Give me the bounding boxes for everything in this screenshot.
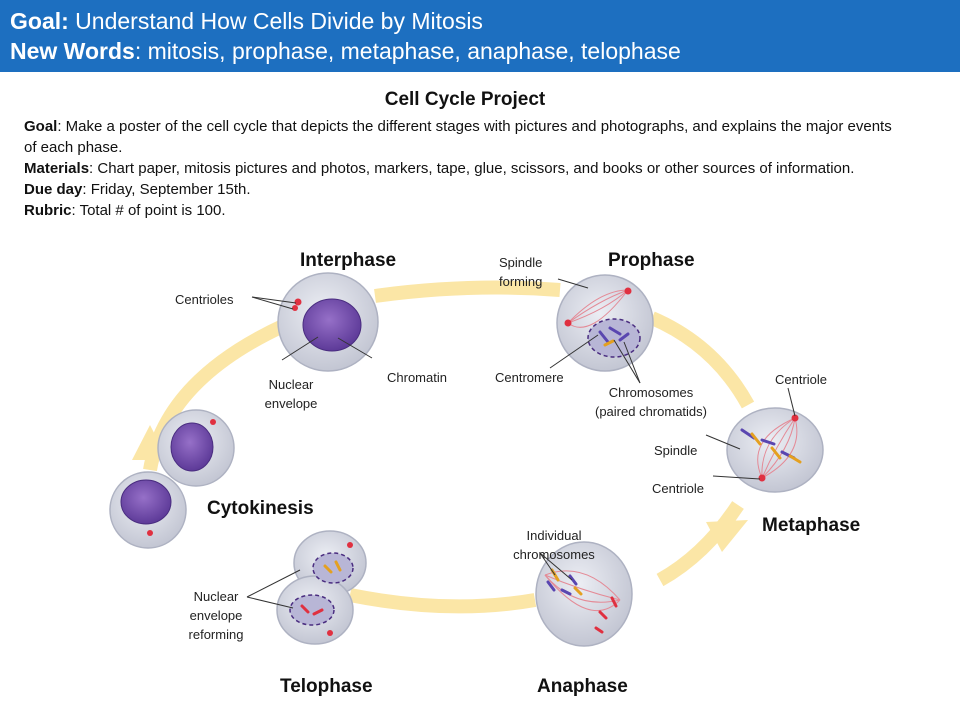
new-words-label: New Words	[10, 38, 135, 64]
label-individual-line1: Individual	[527, 528, 582, 543]
leader-centromere	[549, 334, 599, 369]
project-goal-text: : Make a poster of the cell cycle that d…	[24, 118, 892, 156]
cycle-ring	[132, 280, 755, 614]
interphase-nucleus	[302, 298, 362, 352]
label-spindle-forming-line2: forming	[499, 274, 542, 289]
interphase-centriole-2	[292, 305, 298, 311]
telophase-centriole-upper	[347, 542, 353, 548]
label-spindle-forming-line1: Spindle	[499, 255, 542, 270]
label-reforming-line2: envelope	[190, 608, 243, 623]
leader-individual-a	[539, 552, 556, 576]
label-centrioles: Centrioles	[175, 292, 234, 307]
project-rubric-text: : Total # of point is 100.	[71, 202, 226, 219]
project-due-text: : Friday, September 15th.	[82, 181, 251, 198]
telophase-chromosomes-lower	[300, 604, 324, 616]
label-centriole-bottom: Centriole	[652, 481, 704, 496]
daughter-nucleus-lower	[120, 479, 172, 525]
project-rubric-label: Rubric	[24, 202, 72, 219]
leader-centrioles-a	[251, 296, 297, 304]
header-banner: Goal: Understand How Cells Divide by Mit…	[0, 0, 960, 72]
leader-centrioles-b	[251, 296, 294, 310]
label-spindle: Spindle	[654, 443, 697, 458]
label-nuclear-envelope-line2: envelope	[265, 396, 318, 411]
telophase-lower-nucleus	[289, 594, 335, 626]
telophase-chromosomes-upper	[323, 560, 342, 574]
prophase-spindle-fibers	[567, 289, 629, 328]
prophase-cell	[556, 274, 654, 372]
goal-heading: Goal: Understand How Cells Divide by Mit…	[10, 8, 483, 35]
prophase-centriole-top	[624, 287, 632, 295]
prophase-nucleus	[587, 318, 641, 358]
telophase-cell	[276, 530, 367, 645]
leader-chromosomes-b	[623, 341, 641, 384]
metaphase-spindle-fibers	[757, 417, 798, 479]
project-due-label: Due day	[24, 181, 83, 198]
leader-centriole-top	[787, 387, 796, 417]
label-nuclear-envelope-line1: Nuclear	[269, 377, 314, 392]
project-details: Goal: Make a poster of the cell cycle th…	[24, 116, 904, 221]
prophase-centriole-left	[564, 319, 572, 327]
daughter-centriole-upper	[210, 419, 216, 425]
goal-heading-label: Goal:	[10, 8, 69, 34]
daughter-nucleus-upper	[170, 422, 214, 472]
anaphase-cell	[535, 541, 633, 647]
metaphase-centriole-top	[791, 414, 799, 422]
label-chromatin: Chromatin	[387, 370, 447, 385]
ring-segment-bottom	[348, 588, 537, 614]
leader-spindle-forming	[557, 278, 589, 289]
leader-spindle	[705, 434, 741, 450]
ring-segment-top	[374, 280, 561, 303]
new-words-heading: New Words: mitosis, prophase, metaphase,…	[10, 38, 681, 65]
label-centromere: Centromere	[495, 370, 564, 385]
anaphase-chromosomes-blue	[546, 574, 578, 596]
project-goal: Goal: Make a poster of the cell cycle th…	[24, 116, 904, 158]
project-materials-text: : Chart paper, mitosis pictures and phot…	[89, 160, 855, 177]
daughter-centriole-lower	[147, 530, 153, 536]
project-title: Cell Cycle Project	[384, 89, 546, 110]
phase-title-metaphase: Metaphase	[762, 515, 860, 536]
label-chromosomes-line2: (paired chromatids)	[595, 404, 707, 419]
phase-title-anaphase: Anaphase	[537, 676, 628, 697]
label-centriole-top: Centriole	[775, 372, 827, 387]
leader-nuclear-envelope	[281, 336, 319, 361]
leader-individual-b	[539, 552, 573, 581]
phase-title-telophase: Telophase	[280, 676, 373, 697]
project-due-day: Due day: Friday, September 15th.	[24, 179, 904, 200]
metaphase-cell	[726, 407, 824, 493]
label-reforming-line3: reforming	[189, 627, 244, 642]
metaphase-centriole-bottom	[758, 474, 766, 482]
ring-arrowhead-metaphase	[706, 520, 748, 552]
prophase-chromosome-yellow	[603, 339, 615, 347]
goal-heading-text: Understand How Cells Divide by Mitosis	[68, 8, 483, 34]
project-rubric: Rubric: Total # of point is 100.	[24, 200, 904, 221]
metaphase-chromosomes-yellow	[750, 432, 802, 464]
leader-reforming-a	[246, 569, 301, 598]
ring-segment-right	[649, 311, 755, 409]
anaphase-chromosomes-red	[594, 596, 618, 634]
prophase-chromosomes	[598, 326, 630, 344]
label-individual-line2: chromosomes	[513, 547, 595, 562]
project-materials-label: Materials	[24, 160, 90, 177]
leader-lines	[246, 278, 796, 609]
phase-title-prophase: Prophase	[608, 250, 695, 271]
leader-chromatin	[337, 337, 373, 359]
leader-chromosomes-a	[613, 339, 641, 384]
phase-title-cytokinesis: Cytokinesis	[207, 498, 314, 519]
project-goal-label: Goal	[24, 118, 58, 135]
cytokinesis-cells	[109, 409, 235, 549]
label-chromosomes-line1: Chromosomes	[609, 385, 694, 400]
leader-reforming-b	[246, 596, 294, 609]
telophase-upper-nucleus	[312, 552, 354, 584]
anaphase-cell-membrane	[535, 541, 633, 647]
project-materials: Materials: Chart paper, mitosis pictures…	[24, 158, 904, 179]
interphase-centriole	[294, 298, 302, 306]
leader-centriole-bottom	[712, 475, 761, 480]
telophase-centriole-lower	[327, 630, 333, 636]
interphase-cell	[277, 272, 379, 372]
label-reforming-line1: Nuclear	[194, 589, 239, 604]
new-words-text: : mitosis, prophase, metaphase, anaphase…	[134, 38, 681, 64]
phase-title-interphase: Interphase	[300, 250, 396, 271]
ring-segment-bottom-right	[656, 501, 744, 587]
